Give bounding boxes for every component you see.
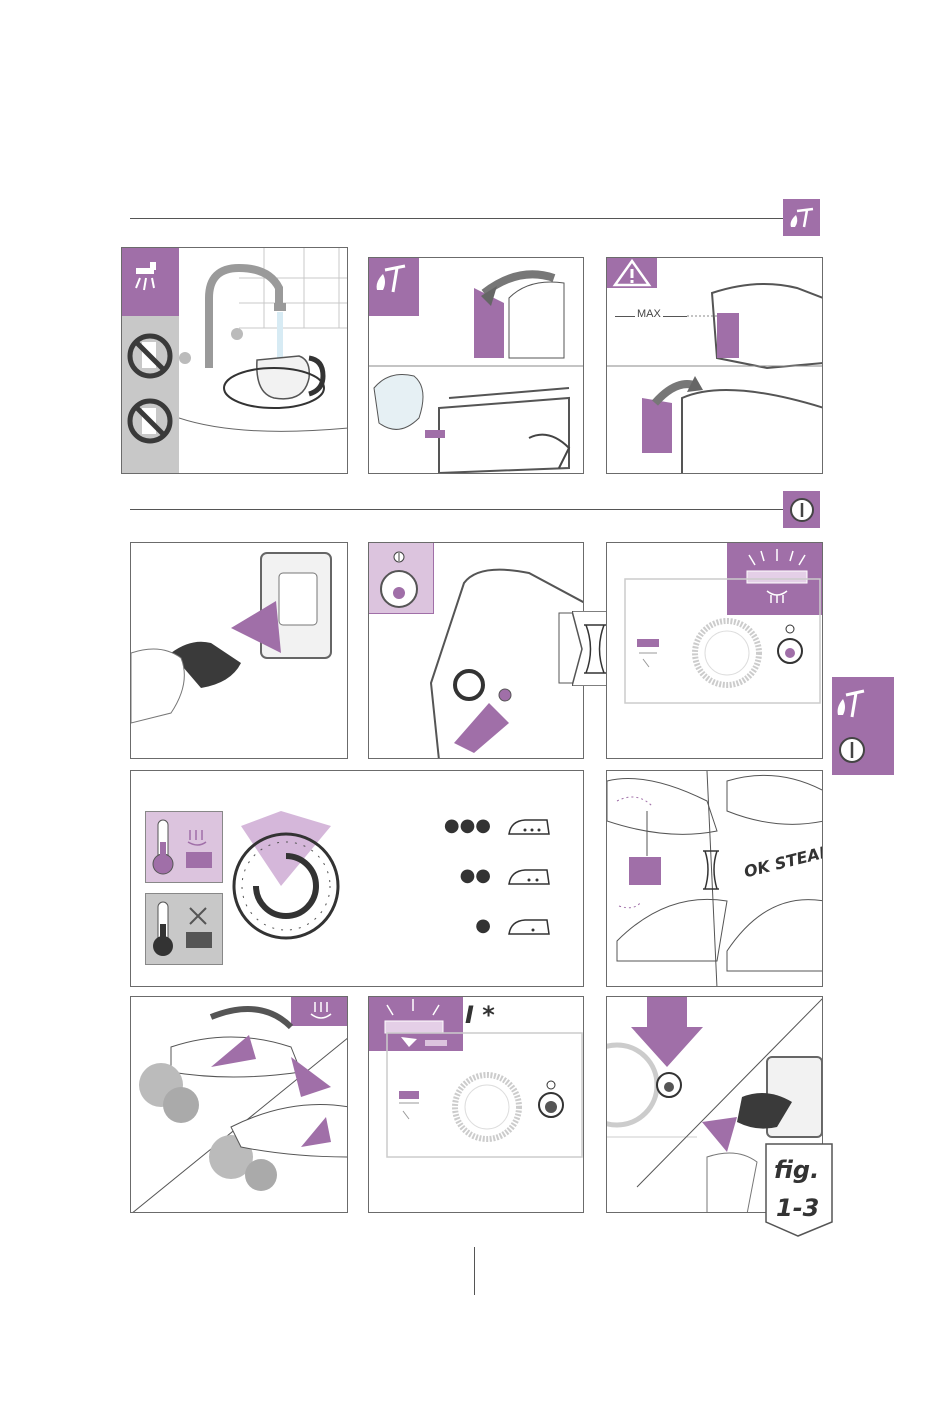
steam-burst-illustration xyxy=(131,997,348,1213)
water-fill-icon xyxy=(787,205,817,231)
setting-row-1: ●●● xyxy=(431,815,561,839)
panel-light-blink: I * xyxy=(368,996,584,1213)
star-label: I * xyxy=(465,1001,495,1029)
temperature-dial xyxy=(221,806,341,946)
setting-dots-2: ●● xyxy=(460,865,491,886)
control-panel-illustration xyxy=(369,1027,584,1213)
thermometer-no-steam-icon xyxy=(146,894,222,964)
iron-one-dot-icon xyxy=(507,917,551,937)
iron-three-dots-icon xyxy=(507,817,551,837)
panel-fill-tank xyxy=(368,257,584,474)
side-section-tab xyxy=(832,677,894,775)
control-panel-illustration xyxy=(607,543,823,759)
max-level-illustration xyxy=(607,258,823,474)
section-fill-badge xyxy=(783,199,820,236)
no-steam-thermometer-badge xyxy=(145,893,223,965)
water-fill-icon xyxy=(838,699,845,715)
ok-steam-illustration xyxy=(607,771,823,987)
iron-two-dots-icon xyxy=(507,867,551,887)
thermometer-steam-icon xyxy=(146,812,222,882)
panel-max-level: MAX xyxy=(606,257,823,474)
panel-plug-in xyxy=(130,542,348,759)
panel-temperature-dial: ●●● ●● ● xyxy=(130,770,584,987)
setting-dots-3: ●●● xyxy=(444,815,491,836)
tap-badge xyxy=(122,248,179,316)
plug-in-illustration xyxy=(131,543,348,759)
panel-steam-burst xyxy=(130,996,348,1213)
power-icon xyxy=(788,496,816,524)
page-bottom-divider xyxy=(474,1247,475,1295)
section-divider-power xyxy=(130,509,820,510)
setting-dots-1: ● xyxy=(475,915,491,936)
faucet-icon xyxy=(122,248,179,316)
setting-row-3: ● xyxy=(431,915,561,939)
fill-tank-illustration xyxy=(369,258,584,474)
panel-ok-steam: OK STEAM! xyxy=(606,770,823,987)
side-tab-icons xyxy=(832,677,894,775)
fig-label-line2: 1-3 xyxy=(776,1194,819,1222)
panel-power-button xyxy=(368,542,584,759)
setting-row-2: ●● xyxy=(431,865,561,889)
tap-illustration xyxy=(179,248,348,474)
panel-tap-water xyxy=(121,247,348,474)
no-chemicals-icon xyxy=(122,316,179,474)
power-button-illustration xyxy=(369,543,584,759)
figure-label-badge: fig. 1-3 xyxy=(760,1142,834,1238)
tap-warnings-strip xyxy=(122,316,179,474)
steam-thermometer-badge xyxy=(145,811,223,883)
section-divider-fill xyxy=(130,218,820,219)
fig-label-line1: fig. xyxy=(774,1156,819,1184)
panel-ready-light xyxy=(606,542,823,759)
section-power-badge xyxy=(783,491,820,528)
